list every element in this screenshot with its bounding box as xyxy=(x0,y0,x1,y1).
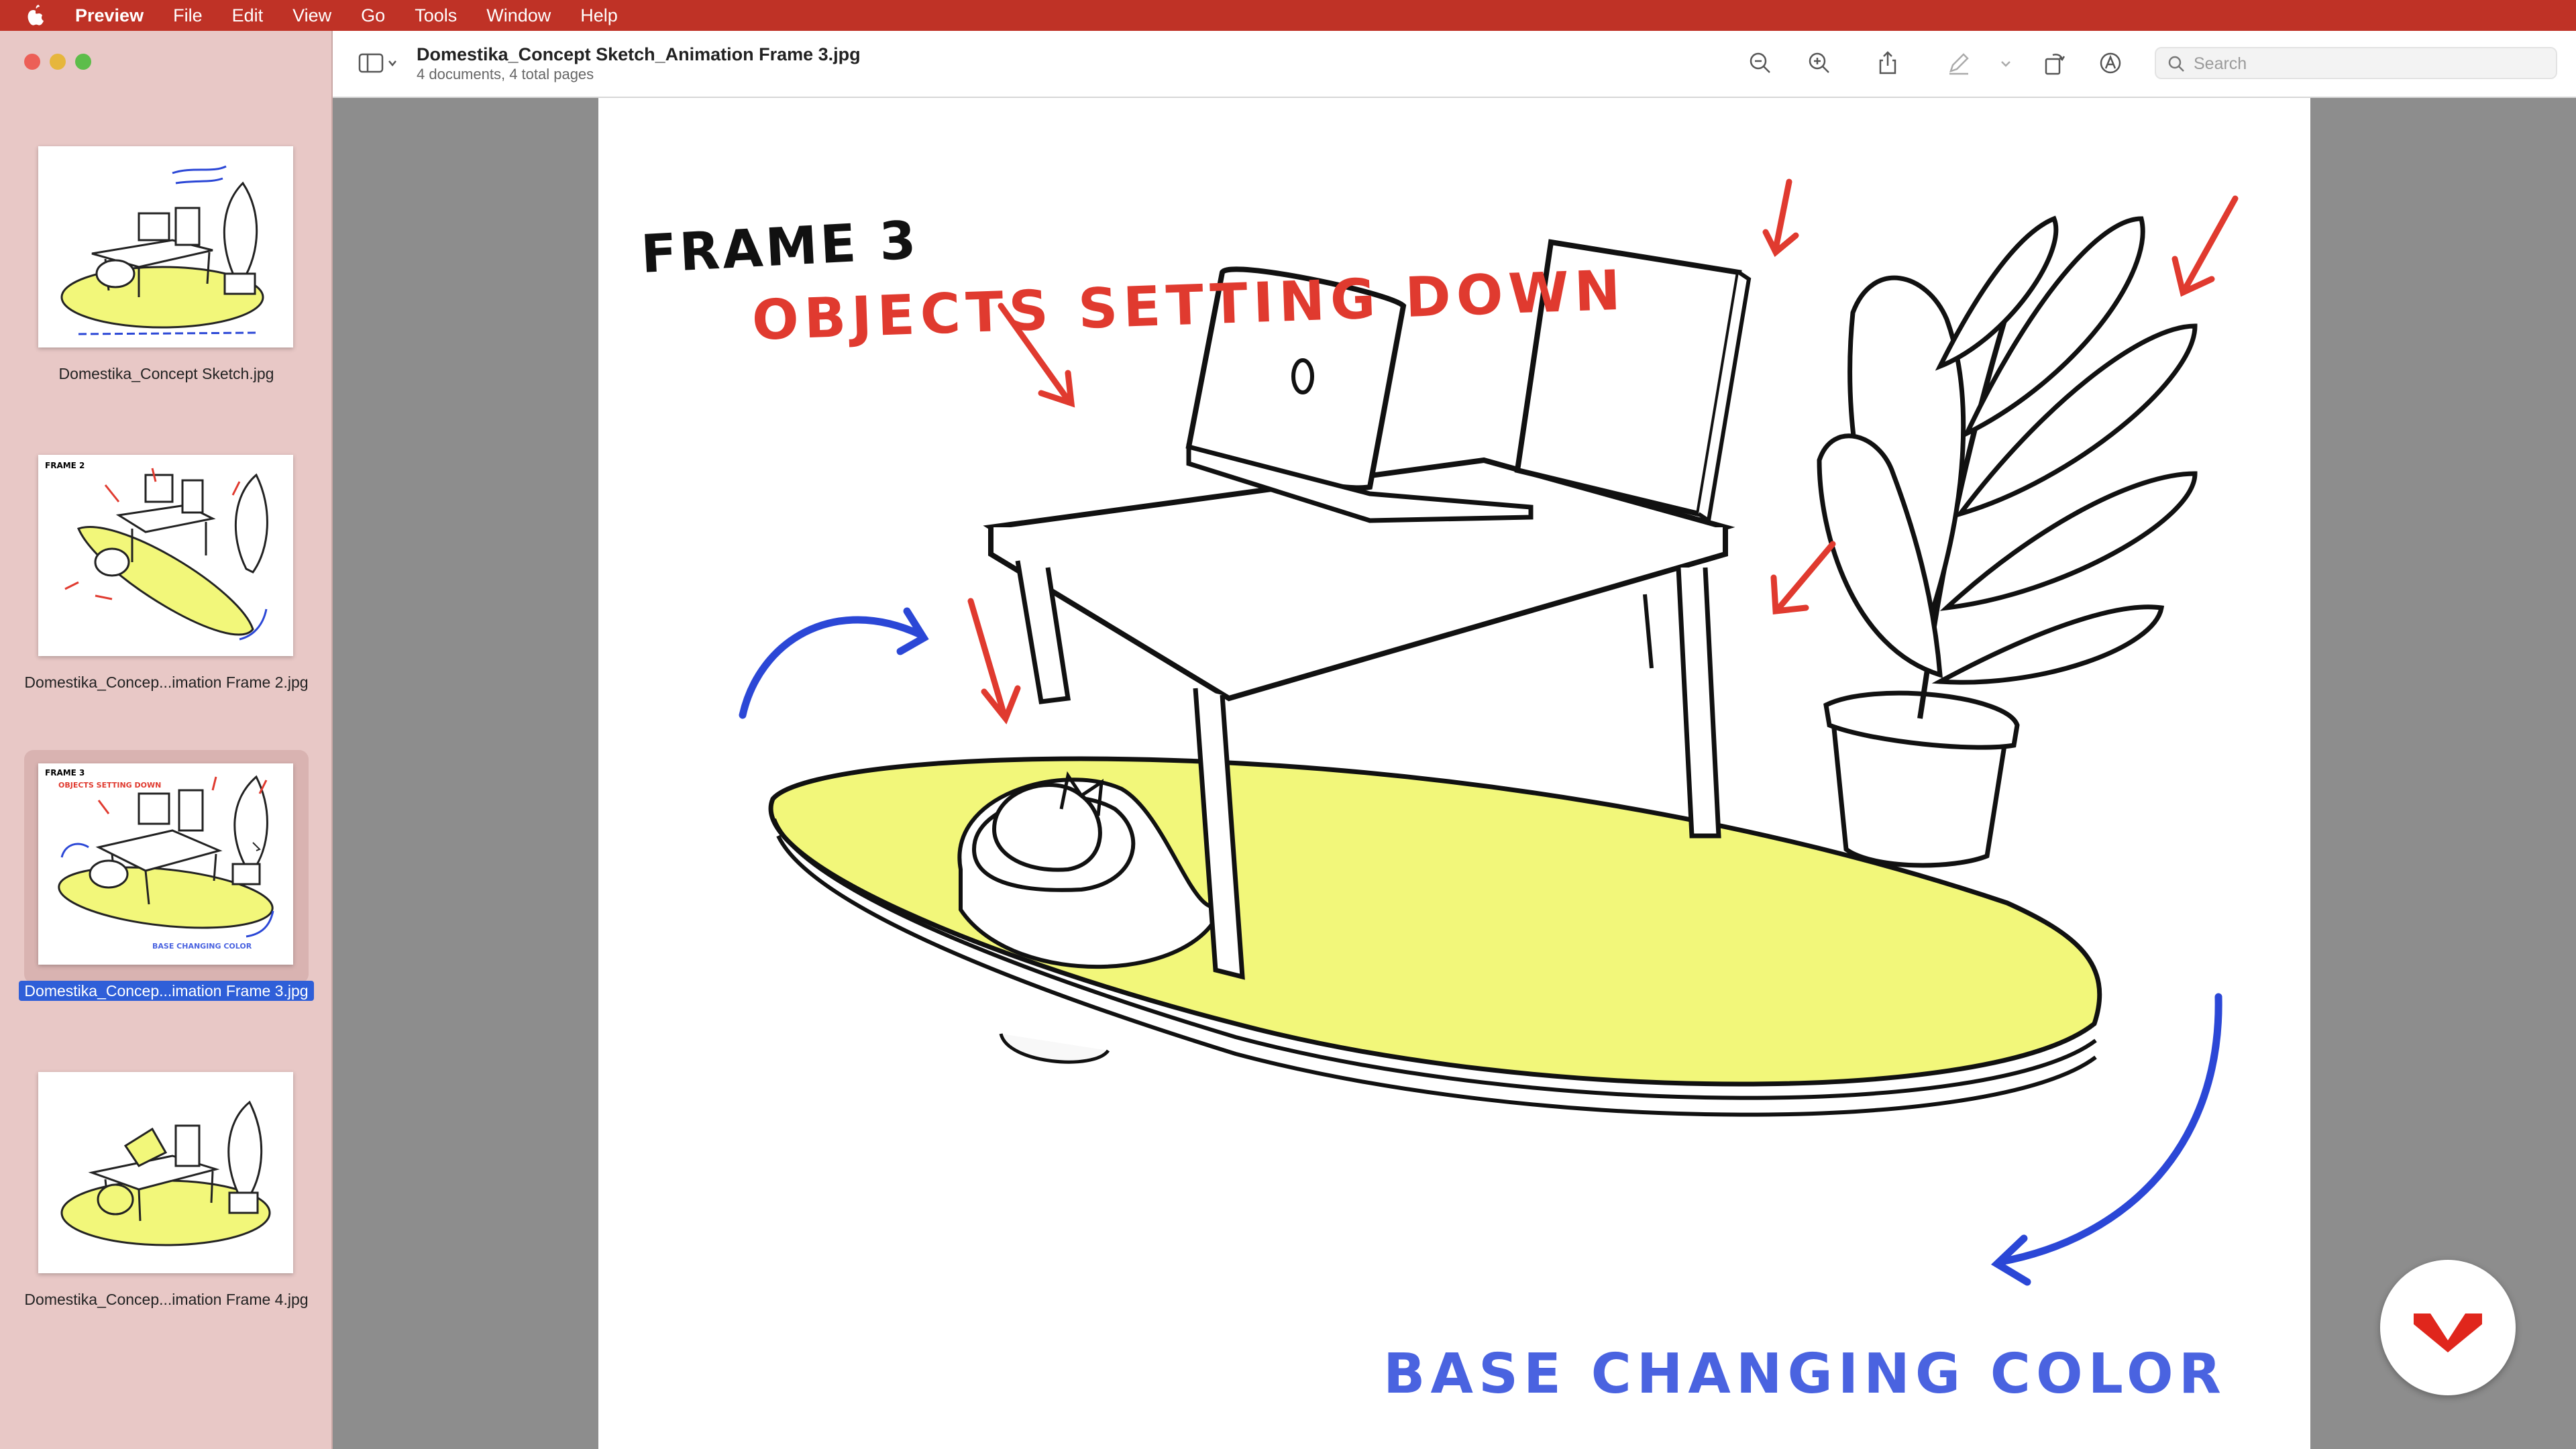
document-page: FRAME 3 OBJECTS SETTING DOWN BASE CHANGI… xyxy=(598,98,2310,1449)
caption-text: BASE CHANGING COLOR xyxy=(1383,1342,2226,1406)
zoom-in-button[interactable] xyxy=(1806,50,1833,76)
menu-file[interactable]: File xyxy=(173,5,203,25)
zoom-window-button[interactable] xyxy=(75,54,91,70)
cat-bed xyxy=(957,771,1226,969)
domestika-logo-badge[interactable] xyxy=(2380,1260,2516,1395)
thumbnail-label: Domestika_Concep...imation Frame 4.jpg xyxy=(24,1291,309,1308)
thumbnail-image[interactable] xyxy=(38,1072,293,1273)
domestika-logo-icon xyxy=(2414,1313,2482,1352)
document-subtitle: 4 documents, 4 total pages xyxy=(417,66,594,83)
menu-edit[interactable]: Edit xyxy=(231,5,264,25)
apple-icon[interactable] xyxy=(25,4,46,27)
menu-view[interactable]: View xyxy=(292,5,332,25)
thumbnail-image[interactable]: FRAME 3 OBJECTS SETTING DOWN BASE CHANGI… xyxy=(38,763,293,965)
markup-toolbar-button[interactable] xyxy=(2097,50,2124,76)
document-canvas[interactable]: FRAME 3 OBJECTS SETTING DOWN BASE CHANGI… xyxy=(333,98,2576,1449)
menu-bar: Preview File Edit View Go Tools Window H… xyxy=(0,0,2576,31)
chevron-down-icon xyxy=(2001,61,2010,67)
menu-help[interactable]: Help xyxy=(580,5,618,25)
document-title: Domestika_Concept Sketch_Animation Frame… xyxy=(417,44,861,64)
sidebar-toggle-icon[interactable] xyxy=(358,52,401,74)
thumbnail-item-frame-2[interactable]: FRAME 2 Domestika_Concep...imation Frame… xyxy=(0,455,333,737)
menu-tools[interactable]: Tools xyxy=(415,5,458,25)
zoom-in-icon xyxy=(1809,52,1829,73)
blue-motion-arrows xyxy=(739,607,2222,1286)
thumbnail-image[interactable]: FRAME 2 xyxy=(38,455,293,656)
headline-text: OBJECTS SETTING DOWN xyxy=(751,259,1627,353)
menu-app-name[interactable]: Preview xyxy=(75,5,144,25)
search-icon xyxy=(2168,56,2184,72)
markup-pen-button[interactable] xyxy=(1945,50,1972,76)
sketch-artwork: FRAME 3 OBJECTS SETTING DOWN BASE CHANGI… xyxy=(639,178,2239,1406)
thumbnail-item-frame-3[interactable]: FRAME 3 OBJECTS SETTING DOWN BASE CHANGI… xyxy=(0,750,333,1045)
menu-window[interactable]: Window xyxy=(486,5,551,25)
thumbnail-item-concept-sketch[interactable]: Domestika_Concept Sketch.jpg xyxy=(0,146,333,428)
laptop xyxy=(1185,266,1534,523)
markup-menu-button[interactable] xyxy=(1998,50,2014,76)
window-toolbar: Domestika_Concept Sketch_Animation Frame… xyxy=(333,31,2576,98)
zoom-out-icon xyxy=(1750,52,1770,73)
rotate-button[interactable] xyxy=(2041,50,2068,76)
thumbnail-image[interactable] xyxy=(38,146,293,347)
search-field[interactable] xyxy=(2155,47,2557,79)
search-input[interactable] xyxy=(2192,52,2544,75)
svg-text:OBJECTS SETTING DOWN: OBJECTS SETTING DOWN xyxy=(58,781,161,790)
svg-text:FRAME 3: FRAME 3 xyxy=(45,768,85,777)
monitor xyxy=(1514,239,1752,525)
thumbnail-label: Domestika_Concep...imation Frame 3.jpg xyxy=(0,981,333,1001)
markup-icon xyxy=(2100,52,2121,74)
plant xyxy=(1817,215,2198,868)
zoom-out-button[interactable] xyxy=(1747,50,1774,76)
share-icon xyxy=(1879,51,1896,74)
thumbnail-label: Domestika_Concep...imation Frame 2.jpg xyxy=(24,674,309,691)
rotate-icon xyxy=(2045,54,2065,75)
svg-text:BASE CHANGING COLOR: BASE CHANGING COLOR xyxy=(152,942,252,951)
share-button[interactable] xyxy=(1874,50,1901,76)
pen-icon xyxy=(1949,53,1969,75)
red-motion-arrows xyxy=(967,178,2239,724)
minimize-window-button[interactable] xyxy=(50,54,66,70)
menu-go[interactable]: Go xyxy=(361,5,386,25)
thumbnail-sidebar: Domestika_Concept Sketch.jpg FRAME 2 Dom… xyxy=(0,31,333,1449)
thumbnail-item-frame-4[interactable]: Domestika_Concep...imation Frame 4.jpg xyxy=(0,1072,333,1354)
svg-text:FRAME 2: FRAME 2 xyxy=(45,461,85,470)
thumbnail-label: Domestika_Concept Sketch.jpg xyxy=(58,365,274,382)
close-window-button[interactable] xyxy=(24,54,40,70)
frame-label: FRAME 3 xyxy=(639,210,920,285)
